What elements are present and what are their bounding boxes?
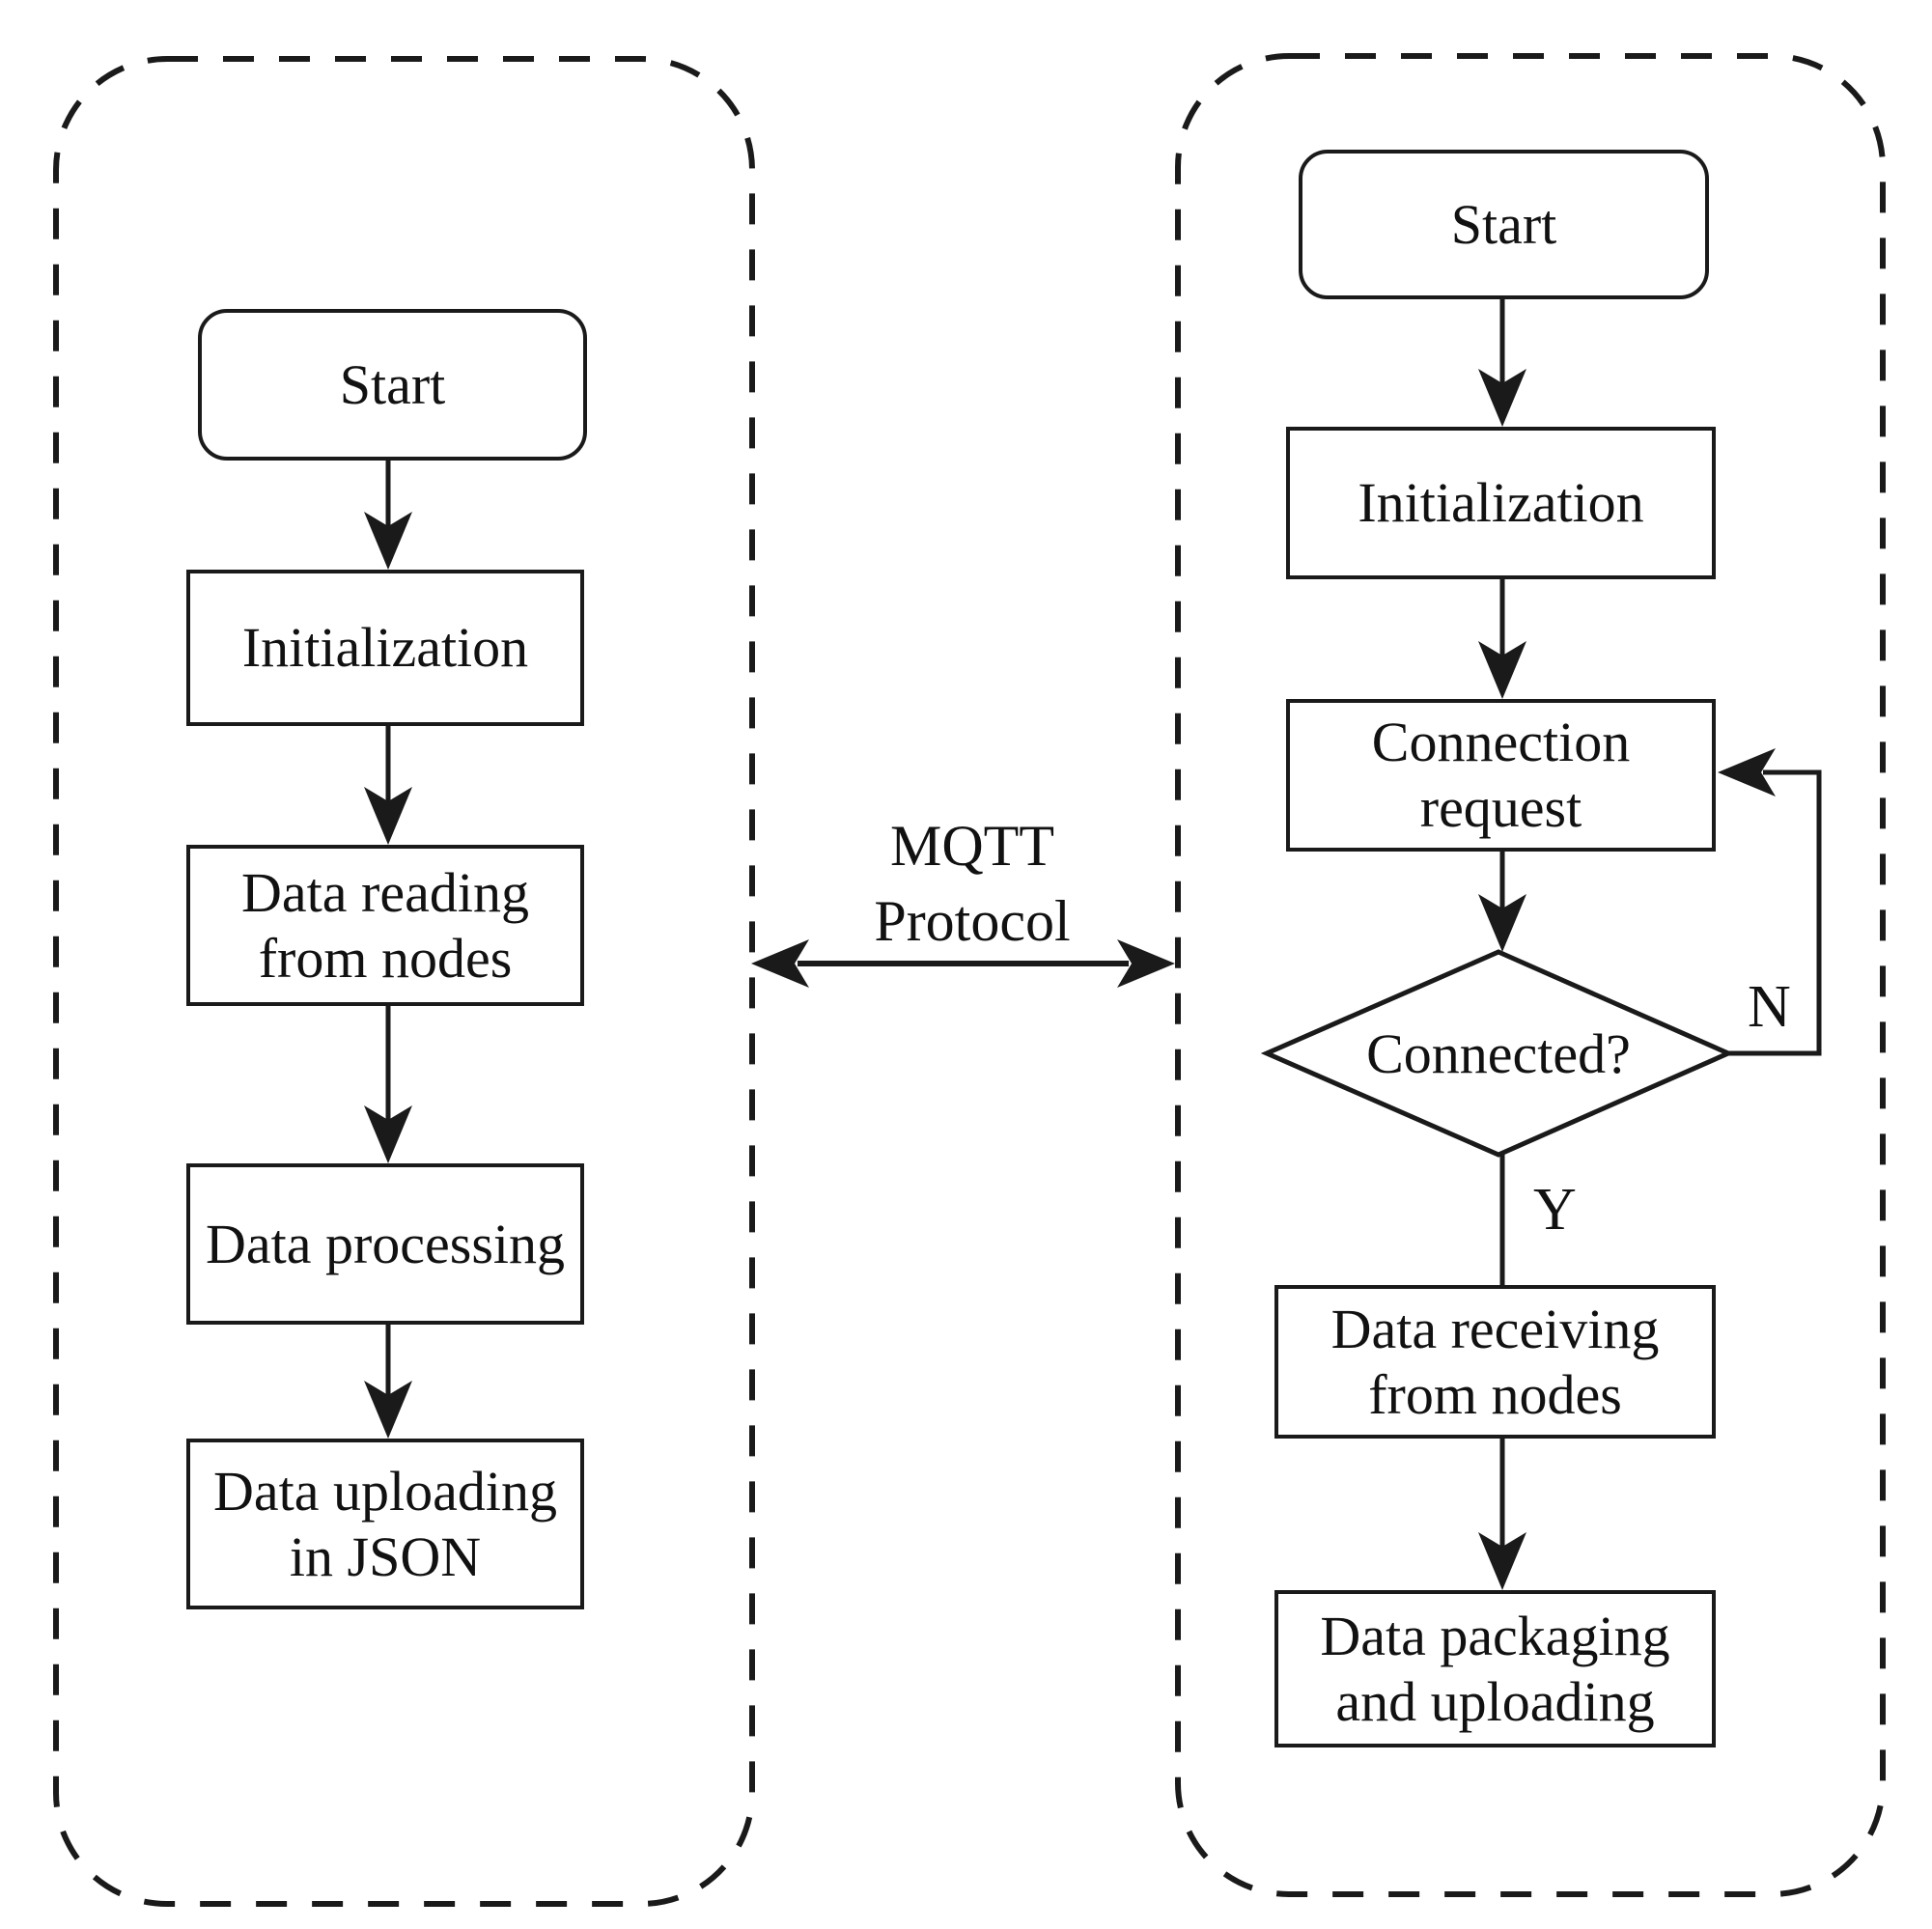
left-arrowhead-4 xyxy=(364,1381,412,1439)
right-arrowhead-3 xyxy=(1478,894,1526,952)
right-arrowhead-2 xyxy=(1478,641,1526,699)
mqtt-protocol-line2: Protocol xyxy=(874,889,1071,953)
left-arrowhead-2 xyxy=(364,787,412,845)
right-initialization-node: Initialization xyxy=(1286,427,1716,579)
left-arrowhead-3 xyxy=(364,1105,412,1163)
decision-yes-label: Y xyxy=(1533,1177,1577,1243)
mqtt-arrowhead-right xyxy=(1117,939,1175,988)
right-start-label: Start xyxy=(1450,192,1557,256)
left-data-uploading-line1: Data uploading xyxy=(213,1459,557,1523)
left-dashed-container xyxy=(53,56,755,1907)
left-initialization-label: Initialization xyxy=(241,616,529,679)
left-arrowhead-1 xyxy=(364,512,412,570)
data-receiving-line1: Data receiving xyxy=(1330,1297,1660,1360)
right-start-node: Start xyxy=(1299,150,1709,299)
data-packaging-line2: and uploading xyxy=(1335,1669,1655,1733)
decision-diamond xyxy=(1260,949,1735,1158)
left-data-processing-node: Data processing xyxy=(186,1163,584,1325)
connected-decision-label: Connected? xyxy=(1366,1021,1631,1085)
left-data-reading-line2: from nodes xyxy=(258,926,513,990)
right-dashed-container xyxy=(1175,53,1886,1897)
loop-arrowhead-left xyxy=(1718,748,1776,797)
data-packaging-line1: Data packaging xyxy=(1320,1604,1670,1667)
mqtt-protocol-line1: MQTT xyxy=(890,814,1054,878)
right-arrowhead-1 xyxy=(1478,369,1526,427)
decision-no-label: N xyxy=(1748,974,1791,1040)
right-arrowhead-4 xyxy=(1478,1532,1526,1590)
left-data-reading-line1: Data reading xyxy=(241,860,529,924)
left-start-node: Start xyxy=(198,309,587,461)
mqtt-protocol-label: MQTT Protocol xyxy=(779,806,1165,961)
connection-request-line1: Connection xyxy=(1371,711,1631,773)
connection-request-node: Connection request xyxy=(1286,699,1716,852)
left-data-reading-node: Data reading from nodes xyxy=(186,845,584,1006)
left-data-uploading-line2: in JSON xyxy=(289,1524,482,1588)
left-data-uploading-node: Data uploading in JSON xyxy=(186,1439,584,1609)
data-receiving-line2: from nodes xyxy=(1368,1362,1622,1426)
data-packaging-node: Data packaging and uploading xyxy=(1274,1590,1716,1747)
mqtt-arrowhead-left xyxy=(751,939,809,988)
connected-decision-label-box: Connected? xyxy=(1305,991,1692,1116)
decision-no-loop-line xyxy=(1728,769,1822,1056)
connection-request-line2: request xyxy=(1419,776,1582,839)
left-data-processing-label: Data processing xyxy=(205,1212,566,1275)
right-initialization-label: Initialization xyxy=(1358,471,1644,534)
left-initialization-node: Initialization xyxy=(186,570,584,726)
data-receiving-node: Data receiving from nodes xyxy=(1274,1285,1716,1439)
left-start-label: Start xyxy=(339,352,446,416)
